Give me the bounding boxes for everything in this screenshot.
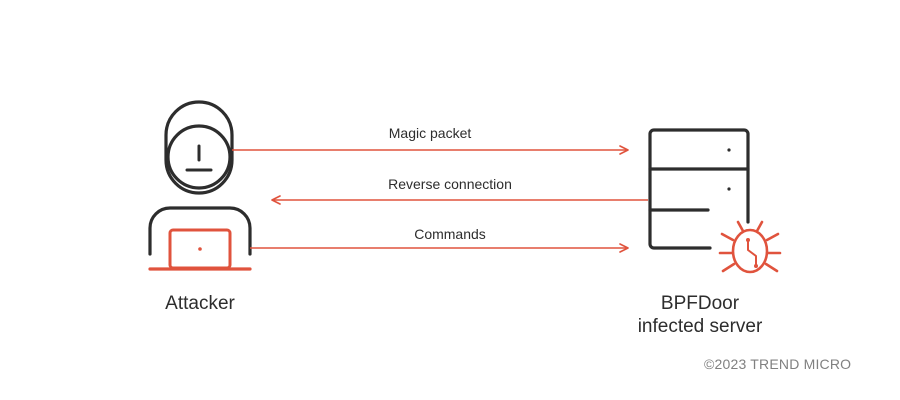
- server-icon: [648, 128, 750, 250]
- server-label: BPFDoor infected server: [638, 292, 763, 338]
- bug-malware-icon: [718, 220, 782, 274]
- attacker-label: Attacker: [165, 293, 235, 314]
- reverse-connection-label: Reverse connection: [388, 176, 512, 192]
- copyright-text: ©2023 TREND MICRO: [704, 356, 852, 372]
- magic-packet-label: Magic packet: [388, 125, 472, 141]
- server-label-line1: BPFDoor: [660, 293, 740, 314]
- commands-label: Commands: [414, 226, 486, 242]
- server-label-line2: infected server: [637, 316, 763, 337]
- hood-icon: [164, 100, 234, 195]
- attacker-icon: [148, 100, 252, 271]
- body-icon: [148, 206, 252, 256]
